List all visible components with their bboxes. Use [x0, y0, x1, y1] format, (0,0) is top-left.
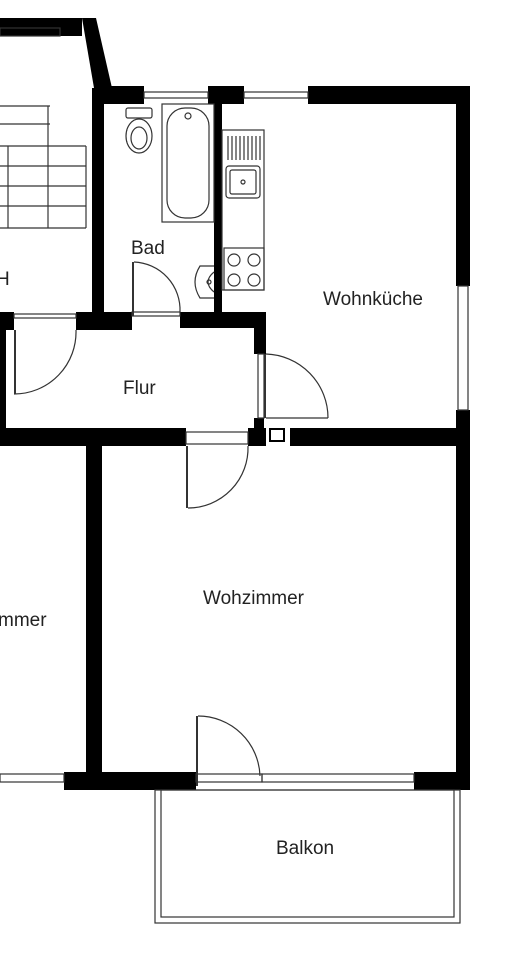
sink-icon [225, 165, 261, 199]
room-label-left-bottom-partial: mmer [0, 610, 47, 631]
room-label-balkon: Balkon [276, 838, 334, 859]
window-kitchen [243, 91, 309, 99]
room-label-left-top-partial: H [0, 269, 10, 290]
door-entrance [13, 313, 77, 395]
room-label-wohnzimmer: Wohzimmer [203, 588, 305, 609]
window-left-room [0, 773, 65, 783]
window-bad [143, 91, 209, 99]
washbasin-icon [194, 265, 215, 299]
details [0, 27, 469, 924]
door-bad [131, 261, 181, 317]
staircase [0, 105, 87, 229]
shaft [269, 428, 285, 442]
toilet-icon [125, 107, 153, 154]
door-wohnzimmer [185, 431, 249, 509]
door-balkon [195, 715, 263, 786]
walls [0, 18, 470, 790]
room-label-wohnkueche: Wohnküche [323, 289, 423, 310]
room-label-bad: Bad [131, 238, 165, 259]
window-wohnzimmer [261, 773, 415, 783]
window-top-left [0, 27, 61, 37]
bathtub-icon [161, 103, 215, 223]
window-kitchen-right [457, 285, 469, 411]
kitchen-counter [221, 129, 265, 291]
stove-icon [223, 247, 265, 291]
room-label-flur: Flur [123, 378, 156, 399]
door-kitchen [257, 353, 329, 419]
balcony [154, 789, 461, 924]
